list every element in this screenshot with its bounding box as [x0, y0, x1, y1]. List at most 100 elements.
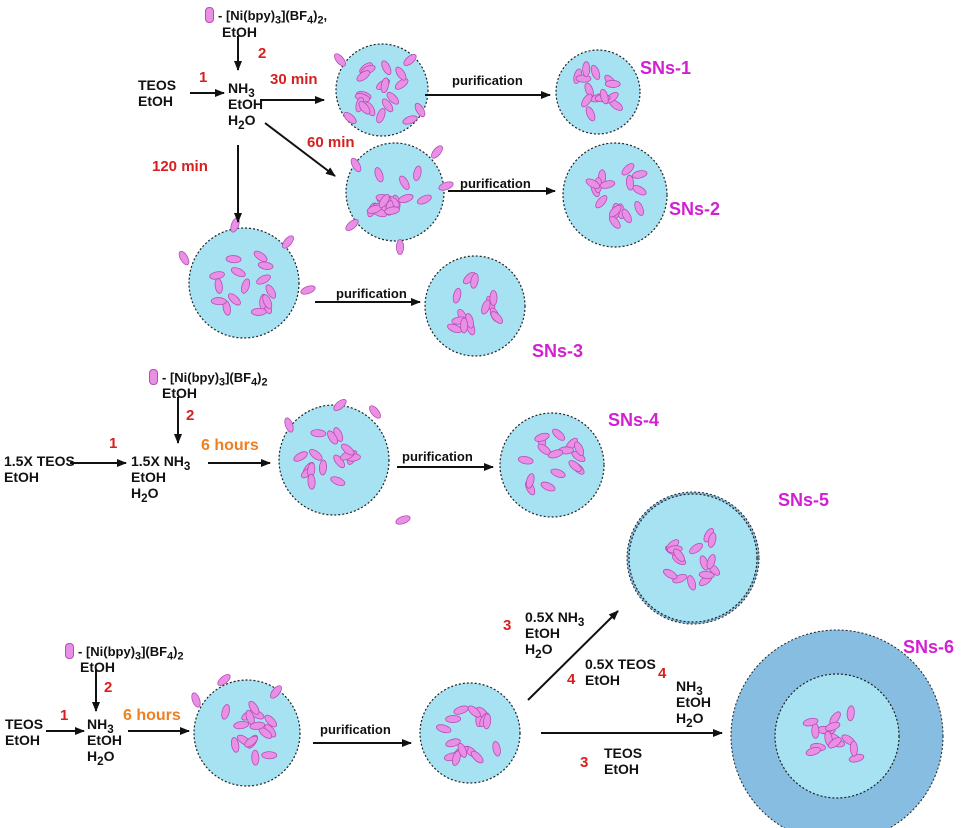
- particle-30min: [334, 43, 429, 137]
- particle-sns4: [499, 412, 605, 518]
- product-sns-1: SNs-1: [640, 58, 692, 78]
- dopant-pill-icon: [65, 643, 74, 659]
- dopant-pill: [604, 79, 621, 88]
- dopant-label-3: - [Ni(bpy)3](BF4)2: [65, 643, 183, 665]
- dopant-pill: [191, 692, 201, 708]
- dopant-pill: [210, 297, 227, 306]
- time-6-hours: 6 hours: [123, 707, 181, 724]
- dopant-pill: [307, 473, 316, 490]
- particles-layer: [178, 43, 944, 828]
- dopant-pill: [581, 93, 593, 108]
- dopant-pill: [413, 165, 422, 182]
- particle-6h-a: [278, 399, 411, 525]
- dopant-pill: [621, 208, 632, 224]
- silica-core: [424, 255, 526, 357]
- step-1-label: 1: [60, 707, 69, 724]
- product-sns-6: SNs-6: [903, 637, 955, 657]
- dopant-solvent-2: EtOH: [162, 385, 197, 401]
- dopant-pill: [827, 737, 842, 749]
- dopant-pill: [293, 451, 308, 462]
- dopant-pill: [217, 674, 231, 686]
- purification-label-3: purification: [336, 286, 407, 301]
- dopant-pill: [452, 287, 462, 304]
- dopant-pill: [550, 468, 566, 478]
- dopant-pill: [265, 284, 277, 299]
- dopant-pill: [264, 714, 278, 728]
- dopant-pill: [251, 749, 260, 766]
- dopant-solvent-1: EtOH: [222, 24, 257, 40]
- dopant-pill: [825, 721, 841, 732]
- dopant-pill: [270, 685, 282, 699]
- dopant-pill: [540, 481, 556, 492]
- dopant-pill: [327, 430, 338, 445]
- dopant-pill: [350, 157, 362, 173]
- dopant-pill: [399, 175, 410, 190]
- dopant-pill: [631, 170, 648, 179]
- dopant-pill: [345, 219, 359, 231]
- dopant-pill: [227, 293, 241, 306]
- dopant-pill: [381, 98, 394, 113]
- dopant-pill: [621, 163, 635, 176]
- dopant-pill: [547, 449, 564, 459]
- step-4-label: 4: [567, 671, 576, 688]
- dopant-pill: [256, 274, 271, 285]
- dopant-pill: [575, 74, 592, 83]
- dopant-pill: [330, 476, 346, 486]
- step-3-label: 3: [503, 617, 512, 634]
- dopant-pill: [483, 713, 492, 730]
- dopant-pill: [262, 294, 273, 309]
- particle-sns1: [555, 49, 641, 135]
- silica-core: [499, 412, 605, 518]
- step-3-label: 3: [580, 754, 589, 771]
- dopant-solvent-3: EtOH: [80, 659, 115, 675]
- time-30-min: 30 min: [270, 71, 318, 88]
- dopant-pill: [178, 250, 190, 266]
- dopant-pill: [436, 724, 452, 734]
- dopant-pill: [233, 720, 250, 730]
- dopant-pill: [214, 278, 223, 294]
- particle-120min: [178, 217, 316, 339]
- dopant-pill: [253, 250, 268, 262]
- dopant-pill: [356, 70, 371, 82]
- product-sns-3: SNs-3: [532, 341, 584, 361]
- arrow-to-sns5: [527, 610, 619, 701]
- particle-seed: [419, 682, 521, 784]
- dopant-pill: [608, 204, 622, 218]
- dopant-pill: [673, 548, 685, 562]
- dopant-pill: [384, 206, 400, 215]
- dopant-pill: [417, 194, 432, 205]
- dopant-pill: [403, 54, 417, 66]
- dopant-pill: [534, 432, 550, 442]
- particle-sns6: [730, 629, 944, 828]
- dopant-pill: [846, 705, 855, 722]
- dopant-pill: [585, 178, 601, 189]
- silica-core: [419, 682, 521, 784]
- dopant-pill: [386, 91, 400, 105]
- dopant-pill: [284, 417, 294, 433]
- dopant-pill: [241, 278, 251, 294]
- dopant-pill: [481, 299, 491, 315]
- dopant-pill: [300, 285, 316, 295]
- dopant-pill: [802, 717, 819, 727]
- dopant-pill: [343, 112, 357, 124]
- dopant-pill: [489, 290, 498, 306]
- dopant-pill: [369, 405, 381, 419]
- dopant-pill: [687, 575, 697, 591]
- step-2-label: 2: [258, 45, 267, 62]
- particle-6h-b: [191, 674, 301, 787]
- step-2-label: 2: [104, 679, 113, 696]
- dopant-pill: [707, 532, 717, 548]
- dopant-pill: [310, 429, 327, 438]
- dopant-pill: [599, 88, 609, 105]
- time-120-min: 120 min: [152, 158, 208, 175]
- dopant-pill: [599, 180, 616, 189]
- dopant-pill: [398, 193, 414, 204]
- dopant-pill: [333, 399, 347, 411]
- dopant-pill: [309, 449, 323, 461]
- dopant-pill: [438, 181, 454, 191]
